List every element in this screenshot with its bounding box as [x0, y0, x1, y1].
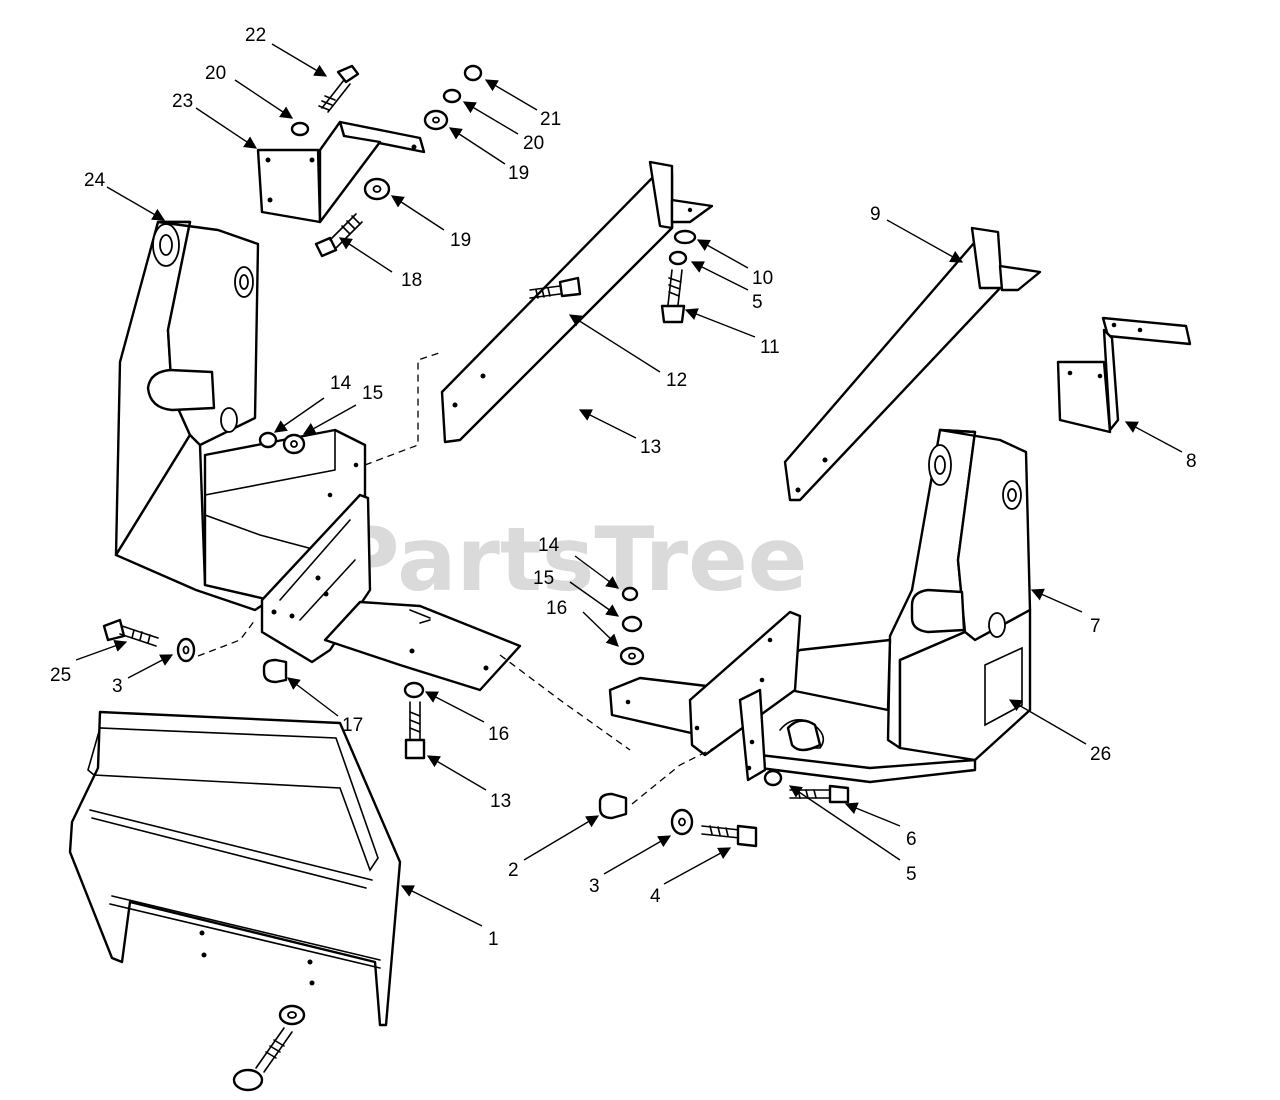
part-22-bolt	[318, 64, 360, 113]
leader-lines	[75, 43, 1183, 927]
callout-5-upper: 5	[752, 292, 763, 313]
callout-19-top: 19	[508, 163, 529, 184]
callout-13-upper: 13	[640, 437, 661, 458]
part-16-washer-lower	[403, 681, 425, 699]
part-3-washer-right	[670, 808, 694, 836]
part-19-washer-top	[423, 109, 449, 131]
part-4-bolt	[701, 824, 758, 848]
part-3-washer-left	[176, 637, 196, 663]
part-19-washer-lower	[363, 177, 391, 201]
part-14-nut	[621, 586, 639, 602]
part-21-nut	[463, 64, 483, 82]
part-23-upper-bracket	[256, 120, 426, 224]
callout-14-center: 14	[538, 535, 560, 556]
dash-line-4	[631, 744, 721, 805]
callout-16-upper: 16	[546, 598, 567, 619]
callout-26: 26	[1090, 744, 1111, 765]
part-20-lock-washer-left	[290, 121, 310, 137]
part-9-right-bar	[783, 226, 1042, 502]
callout-22: 22	[245, 25, 266, 46]
callout-17: 17	[342, 715, 363, 736]
callout-20-left: 20	[205, 63, 226, 84]
callout-9: 9	[870, 204, 881, 225]
callout-15-left: 15	[362, 383, 383, 404]
callout-20-right: 20	[523, 133, 544, 154]
callout-14-left: 14	[330, 373, 352, 394]
part-10-washer	[673, 229, 697, 245]
part-17-spacer	[262, 658, 288, 684]
front-guard-bolt	[232, 1004, 306, 1092]
callout-2: 2	[508, 860, 519, 881]
left-foot-plate	[323, 600, 522, 692]
callout-18: 18	[401, 270, 422, 291]
part-18-bolt	[314, 213, 363, 258]
callout-3-left: 3	[112, 676, 123, 697]
part-11-bolt	[660, 269, 686, 324]
part-26-right-frame	[608, 610, 977, 784]
callout-24: 24	[84, 170, 106, 191]
part-15-washer	[621, 615, 643, 633]
dash-line-1	[364, 351, 443, 466]
callout-6: 6	[906, 829, 917, 850]
part-15-washer-left	[282, 433, 306, 455]
part-5-lock-washer-upper	[668, 250, 688, 266]
callout-15-center: 15	[533, 568, 554, 589]
part-7-right-upright	[886, 428, 1032, 762]
part-24-left-upright	[114, 220, 272, 612]
callout-4: 4	[650, 886, 661, 907]
callout-23: 23	[172, 91, 193, 112]
part-16-washer-upper	[619, 646, 645, 666]
part-8-right-bracket	[1056, 316, 1192, 434]
callout-10: 10	[752, 268, 773, 289]
part-12-center-bar	[440, 160, 714, 444]
callout-25: 25	[50, 665, 71, 686]
callout-12: 12	[666, 370, 687, 391]
callout-numbers: 22 20 21 20 23 19 19 24 18 12 10 5 11 9 …	[50, 25, 1197, 950]
part-13-bolt-upper	[529, 276, 582, 299]
part-6-bolt	[789, 784, 850, 804]
dash-line-3	[499, 654, 631, 751]
part-1-front-guard	[68, 710, 402, 1027]
callout-21: 21	[540, 109, 561, 130]
callout-19-lower: 19	[450, 230, 471, 251]
callout-13-lower: 13	[490, 791, 511, 812]
part-14-nut-left	[258, 431, 278, 449]
callout-5-lower: 5	[906, 864, 917, 885]
watermark: PartsTree	[335, 508, 807, 611]
callout-8: 8	[1186, 451, 1197, 472]
part-2-spacer	[598, 792, 628, 820]
part-25-bolt	[102, 618, 159, 647]
part-20-lock-washer-right	[442, 88, 462, 104]
callout-16-lower: 16	[488, 724, 509, 745]
callout-1: 1	[488, 929, 499, 950]
callout-3-right: 3	[589, 876, 600, 897]
dash-line-2	[197, 619, 256, 657]
callout-11: 11	[760, 337, 780, 358]
part-5-lock-washer-lower	[763, 769, 783, 787]
callout-7: 7	[1090, 616, 1101, 637]
part-13-bolt-lower	[404, 701, 426, 760]
